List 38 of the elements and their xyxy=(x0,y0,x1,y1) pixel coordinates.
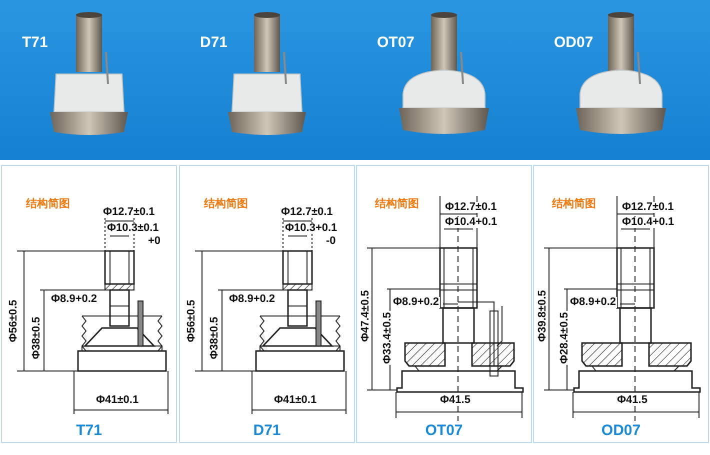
model-name: OD07 xyxy=(600,422,642,439)
model-name: D71 xyxy=(252,422,282,439)
drawing-title: 结构简图 xyxy=(26,196,70,211)
dimension-label: Φ8.9+0.2 xyxy=(569,297,618,308)
dimension-label: Φ41.5 xyxy=(616,395,648,406)
dimension-label: Φ10.3+0.1 xyxy=(284,223,338,234)
dimension-label: Φ12.7±0.1 xyxy=(621,202,675,213)
dimension-label: Φ28.4±0.5 xyxy=(560,311,570,365)
model-name: T71 xyxy=(75,422,103,439)
dimension-label: Φ8.9+0.2 xyxy=(50,294,98,305)
dimension-label: Φ33.4±0.5 xyxy=(382,311,394,365)
model-name: OD07 xyxy=(554,34,594,51)
dimension-label: Φ12.7±0.1 xyxy=(444,202,498,213)
dimension-label: +0 xyxy=(147,236,162,247)
drawing-title: 结构简图 xyxy=(375,196,419,211)
model-name: D71 xyxy=(200,34,228,51)
dimension-label: Φ8.9+0.2 xyxy=(228,294,276,305)
dimension-label: Φ8.9+0.2 xyxy=(392,297,440,308)
dimension-label: Φ12.7±0.1 xyxy=(280,207,334,218)
dimension-label: Φ38±0.5 xyxy=(32,316,42,360)
model-name: OT07 xyxy=(424,422,464,439)
dimension-label: Φ41.5 xyxy=(439,395,472,406)
dimension-label: Φ41±0.1 xyxy=(273,395,318,406)
dimension-label: Φ12.7±0.1 xyxy=(102,207,156,218)
model-name: OT07 xyxy=(377,34,415,51)
dimension-label: Φ10.4+0.1 xyxy=(444,217,498,228)
model-name: T71 xyxy=(22,34,48,51)
dimension-label: -0 xyxy=(325,236,337,247)
drawing-title: 结构简图 xyxy=(204,196,248,211)
dimension-label: Φ38±0.5 xyxy=(210,316,220,360)
dimension-label: Φ41±0.1 xyxy=(95,395,140,406)
dimension-label: Φ10.4+0.1 xyxy=(621,217,676,228)
dimension-label: Φ47.4±0.5 xyxy=(360,289,372,343)
dimension-label: Φ10.3±0.1 xyxy=(106,223,160,234)
dimension-label: Φ56±0.5 xyxy=(186,298,198,344)
drawing-title: 结构简图 xyxy=(552,196,596,211)
dimension-label: Φ56±0.5 xyxy=(8,298,20,344)
dimension-label: Φ39.8±0.5 xyxy=(538,289,548,343)
